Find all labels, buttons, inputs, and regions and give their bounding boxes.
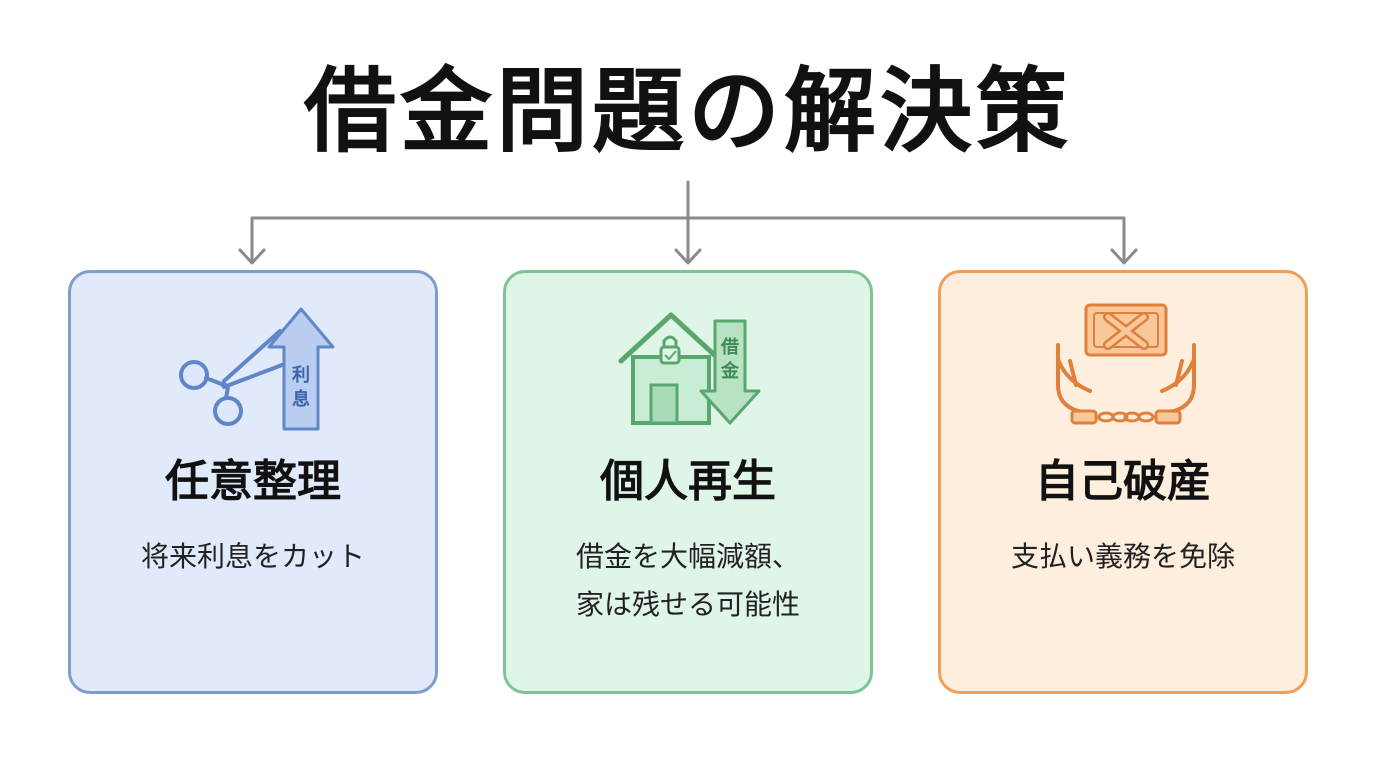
house-with-debt-down-arrow-icon: 借 金 (618, 312, 761, 425)
interest-label-soku: 息 (292, 388, 310, 410)
arrowhead-left (238, 248, 266, 265)
arrowhead-right (1110, 248, 1138, 265)
scissors-cutting-interest-arrow-icon: 利 息 (179, 307, 335, 431)
card-title: 自己破産 (1035, 456, 1211, 507)
debt-label-shaku: 借 (720, 336, 739, 358)
card-description: 借金を大幅減額、 家は残せる可能性 (575, 540, 800, 621)
card-voluntary-arrangement: 利 息 任意整理 将来利息をカット (68, 270, 438, 694)
card-individual-rehabilitation: 借 金 個人再生 借金を大幅減額、 家は残せる可能性 (503, 270, 873, 694)
arrowhead-center (674, 248, 702, 265)
card-description: 支払い義務を免除 (1010, 540, 1235, 573)
page-title: 借金問題の解決策 (303, 58, 1072, 165)
interest-label-ri: 利 (292, 364, 310, 386)
card-description: 将来利息をカット (140, 540, 365, 573)
debt-label-kin: 金 (720, 360, 740, 382)
card-title: 個人再生 (600, 456, 776, 507)
hands-freed-from-money-chains-icon (1056, 303, 1196, 425)
card-title: 任意整理 (165, 456, 341, 507)
card-bankruptcy: 自己破産 支払い義務を免除 (938, 270, 1308, 694)
